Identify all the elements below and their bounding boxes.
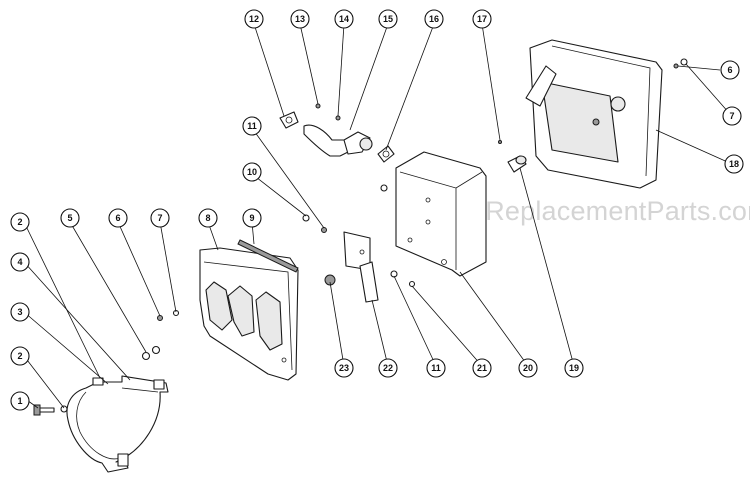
part-bolt-1 (33, 404, 68, 416)
callout-11-upper: 11 (242, 116, 262, 136)
callout-label: 7 (729, 111, 734, 121)
callout-label: 16 (429, 14, 439, 24)
callout-label: 13 (295, 14, 305, 24)
callout-label: 2 (17, 351, 22, 361)
callout-23: 23 (334, 358, 354, 378)
callout-2-upper: 2 (10, 212, 30, 232)
callout-9: 9 (242, 208, 262, 228)
callout-label: 20 (523, 363, 533, 373)
callout-label: 7 (157, 213, 162, 223)
callout-7-left: 7 (150, 208, 170, 228)
callout-20: 20 (518, 358, 538, 378)
callout-label: 17 (477, 14, 487, 24)
part-strap-clamp (66, 375, 169, 473)
callout-label: 22 (383, 363, 393, 373)
callout-label: 21 (477, 363, 487, 373)
part-nuts-upper-left (141, 309, 180, 361)
callout-label: 6 (115, 213, 120, 223)
callout-label: 5 (67, 213, 72, 223)
watermark-text: eReplacementParts.com (470, 196, 750, 226)
callout-label: 6 (727, 65, 732, 75)
callout-label: 23 (339, 363, 349, 373)
part-shield-panel (199, 247, 299, 381)
callout-16: 16 (424, 9, 444, 29)
callout-label: 2 (17, 217, 22, 227)
callout-1: 1 (10, 391, 30, 411)
callout-label: 4 (17, 257, 22, 267)
callout-12: 12 (244, 9, 264, 29)
part-small-screws (315, 103, 341, 121)
callout-18: 18 (724, 154, 744, 174)
callout-label: 8 (205, 213, 210, 223)
callout-label: 3 (17, 307, 22, 317)
leader-lines (23, 23, 733, 409)
callout-2-lower: 2 (10, 346, 30, 366)
callout-label: 10 (247, 167, 257, 177)
part-muffler-box (380, 151, 487, 277)
callout-label: 19 (569, 363, 579, 373)
part-bracket (343, 231, 379, 303)
callout-3: 3 (10, 302, 30, 322)
callout-6-right: 6 (720, 60, 740, 80)
callout-14: 14 (334, 9, 354, 29)
callout-label: 18 (729, 159, 739, 169)
callout-22: 22 (378, 358, 398, 378)
callout-13: 13 (290, 9, 310, 29)
callout-17: 17 (472, 9, 492, 29)
part-muffler-cover (525, 39, 663, 189)
callout-5: 5 (60, 208, 80, 228)
part-pipe-fitting (498, 140, 527, 173)
callout-4: 4 (10, 252, 30, 272)
callout-19: 19 (564, 358, 584, 378)
callout-15: 15 (378, 9, 398, 29)
callout-label: 9 (249, 213, 254, 223)
callout-6-left: 6 (108, 208, 128, 228)
callout-10: 10 (242, 162, 262, 182)
part-small-hardware (302, 214, 416, 288)
callout-21: 21 (472, 358, 492, 378)
callout-label: 1 (17, 396, 22, 406)
callout-label: 11 (247, 121, 257, 131)
callout-label: 14 (339, 14, 349, 24)
callout-7-right: 7 (722, 106, 742, 126)
part-exhaust-pipe (279, 111, 395, 163)
callout-11-lower: 11 (426, 358, 446, 378)
callout-label: 11 (431, 363, 441, 373)
callout-label: 12 (249, 14, 259, 24)
callout-8: 8 (198, 208, 218, 228)
callout-label: 15 (383, 14, 393, 24)
part-gasket-strip (237, 239, 299, 273)
